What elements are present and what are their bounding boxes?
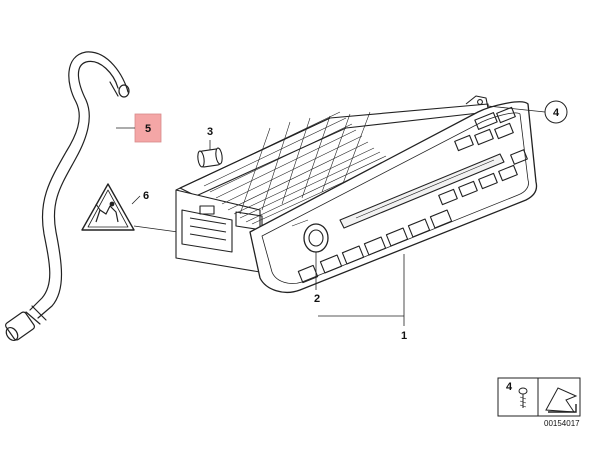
legend-screw-number: 4: [506, 381, 513, 393]
fastener-legend: 4 00154017: [497, 377, 581, 428]
callout-1-label: 1: [401, 330, 407, 342]
pin-part: [197, 147, 223, 168]
warning-triangle-icon: [81, 183, 135, 231]
button-row-top: [454, 106, 516, 152]
antenna-cable: [5, 51, 130, 342]
preset-buttons: [297, 209, 453, 284]
callout-6-label: 6: [143, 190, 149, 202]
callout-6[interactable]: 6: [131, 190, 149, 205]
callout-1[interactable]: 1: [318, 254, 407, 342]
volume-knob: [303, 223, 329, 253]
callout-2-label: 2: [314, 293, 320, 305]
heat-sink: [197, 111, 393, 225]
arrow-cursor-icon: [545, 387, 578, 413]
callout-3-label: 3: [207, 126, 213, 138]
callout-5[interactable]: 5: [116, 113, 162, 143]
leader-6: [133, 225, 179, 233]
callout-4[interactable]: 4: [487, 100, 568, 124]
faceplate: [249, 101, 538, 293]
reference-code: 00154017: [544, 419, 580, 428]
radio-unit: [175, 95, 538, 293]
callout-5-label: 5: [145, 123, 151, 135]
screw-icon: [518, 387, 528, 408]
callout-3[interactable]: 3: [207, 126, 213, 150]
button-row-right: [438, 149, 528, 206]
callout-4-label: 4: [553, 107, 560, 119]
callout-2[interactable]: 2: [314, 252, 320, 305]
